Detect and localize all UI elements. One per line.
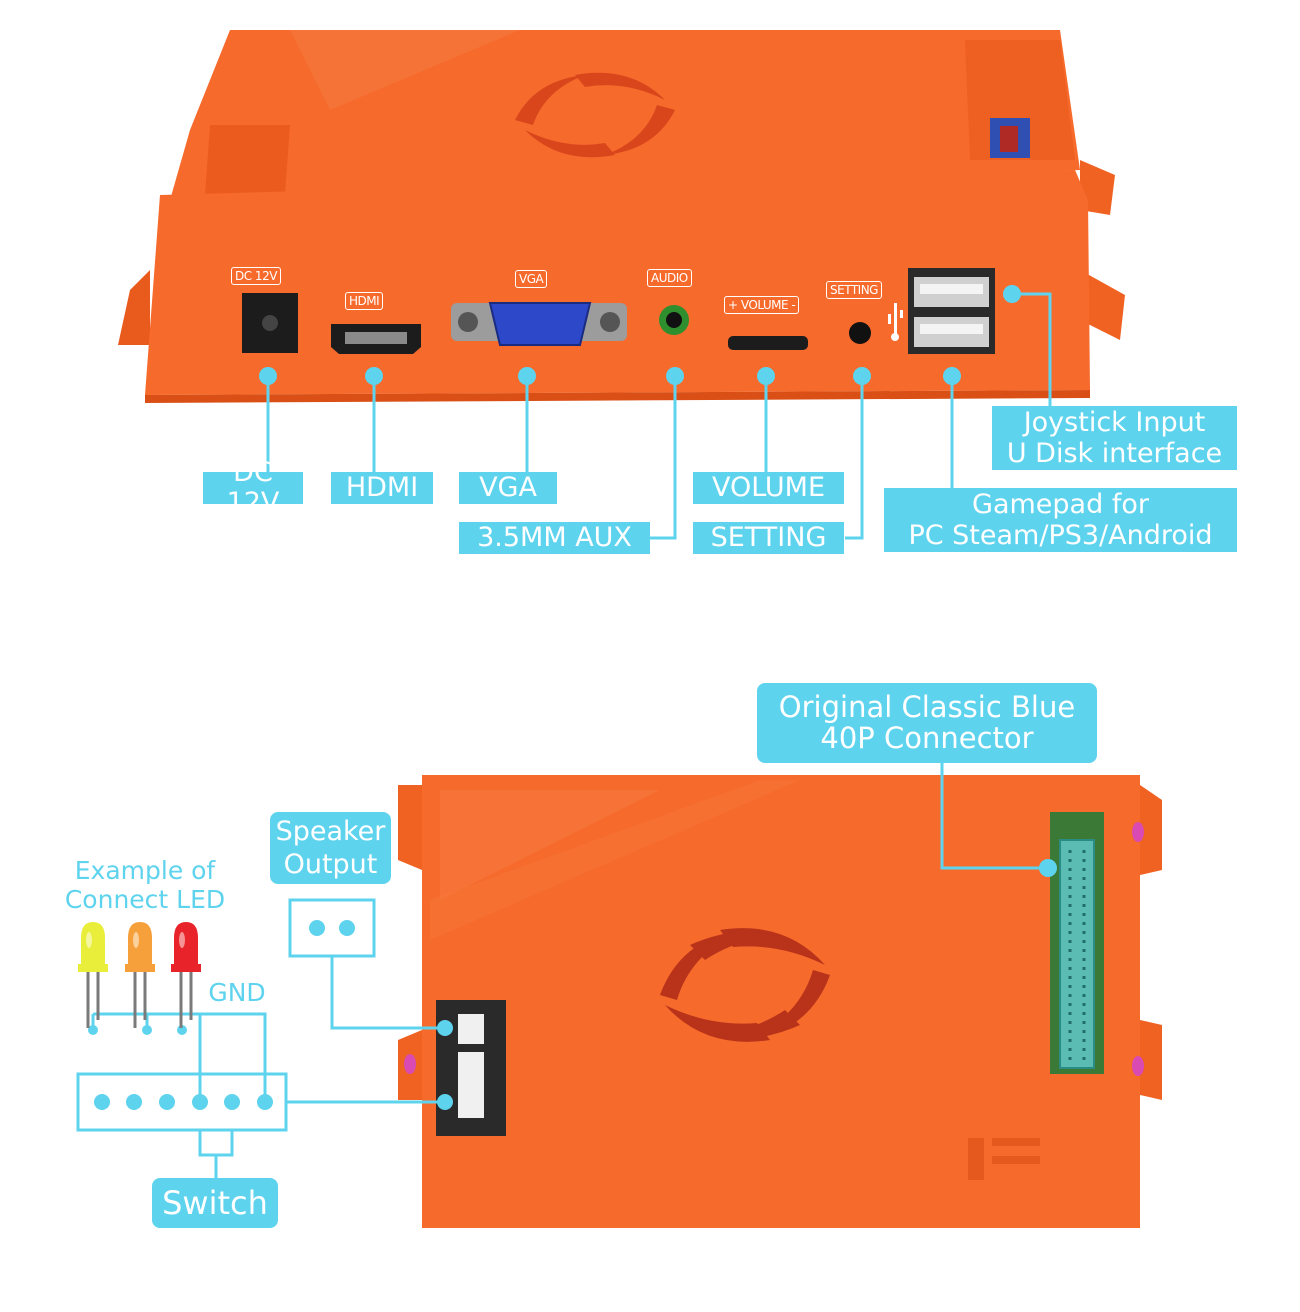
- label-speaker-output: Speaker Output: [270, 812, 391, 884]
- label-dc-12v: DC 12V: [203, 458, 303, 518]
- label-gamepad: Gamepad for PC Steam/PS3/Android: [884, 488, 1237, 552]
- led-3: [171, 922, 201, 1028]
- port-print-dc: DC 12V: [231, 267, 281, 285]
- label-40p-connector: Original Classic Blue 40P Connector: [757, 683, 1097, 763]
- label-setting: SETTING: [693, 522, 844, 554]
- led-line-1: Example of: [74, 856, 216, 885]
- connector-line-2: 40P Connector: [820, 721, 1034, 755]
- port-print-setting: SETTING: [826, 281, 882, 299]
- label-example-led: Example of Connect LED: [55, 856, 235, 914]
- bottom-callout-dots: [88, 859, 1057, 1110]
- label-hdmi: HDMI: [331, 472, 433, 504]
- top-callout-lines: [266, 292, 1052, 540]
- port-print-volume: + VOLUME -: [724, 296, 800, 314]
- connector-line-1: Original Classic Blue: [778, 690, 1076, 724]
- led-1: [78, 922, 108, 1028]
- top-callout-dots: [259, 285, 1021, 385]
- gamepad-line-2: PC Steam/PS3/Android: [908, 520, 1213, 551]
- joystick-line-2: U Disk interface: [1006, 438, 1223, 469]
- speaker-line-2: Output: [283, 849, 378, 880]
- label-vga: VGA: [459, 472, 557, 504]
- port-print-vga: VGA: [515, 270, 548, 288]
- label-volume: VOLUME: [693, 472, 844, 504]
- port-print-hdmi: HDMI: [345, 292, 384, 310]
- led-group: [78, 922, 201, 1028]
- label-3-5mm-aux: 3.5MM AUX: [459, 522, 650, 554]
- bottom-device: [398, 775, 1162, 1228]
- port-print-audio: AUDIO: [647, 269, 692, 287]
- label-gnd: GND: [208, 978, 266, 1007]
- led-2: [125, 922, 155, 1028]
- gamepad-line-1: Gamepad for: [972, 489, 1149, 520]
- usb-icon: [888, 303, 903, 341]
- bottom-callout-lines: [76, 762, 1048, 1180]
- label-switch: Switch: [152, 1178, 278, 1228]
- joystick-line-1: Joystick Input: [1023, 407, 1206, 438]
- led-line-2: Connect LED: [64, 885, 226, 914]
- label-joystick-input: Joystick Input U Disk interface: [992, 406, 1237, 470]
- top-device: [118, 30, 1125, 403]
- speaker-line-1: Speaker: [275, 816, 386, 847]
